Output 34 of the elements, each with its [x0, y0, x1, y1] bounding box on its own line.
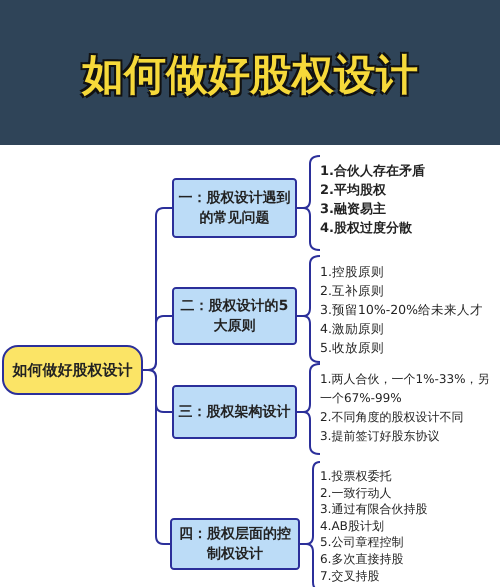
list-item: 3.融资易主 — [320, 200, 387, 219]
list-item: 1.合伙人存在矛盾 — [320, 163, 426, 181]
brace-connector — [296, 363, 321, 455]
brace-connector — [296, 155, 321, 251]
topic-box — [172, 385, 297, 439]
topic-text: 二：股权设计的5大原则 — [180, 297, 290, 336]
topic-text: 如何做好股权设计 — [12, 360, 132, 380]
brace-connector — [296, 255, 321, 363]
topic-box — [172, 178, 297, 238]
brace-connector — [299, 461, 321, 587]
list-item: 4.股权过度分散 — [320, 220, 413, 238]
list-item: 2.不同角度的股权设计不同 — [320, 409, 464, 426]
list-item: 3.预留10%-20%给未来人才 — [320, 301, 484, 319]
list-item: 5.公司章程控制 — [320, 534, 404, 551]
list-item: 7.交叉持股 — [320, 568, 380, 584]
list-item: 2.一致行动人 — [320, 484, 392, 502]
list-item: 4.激励原则 — [320, 320, 385, 338]
list-item: 5.收放原则 — [320, 339, 385, 357]
topic-text: 四：股权层面的控制权设计 — [178, 525, 292, 564]
list-item: 2.互补原则 — [320, 282, 385, 300]
title: 如何做好股权设计 — [80, 49, 419, 101]
list-item: 1.两人合伙，一个1%-33%，另一个67%-99% — [320, 371, 490, 407]
list-item: 1.控股原则 — [320, 263, 385, 281]
topic-box — [170, 518, 300, 570]
list-item: 3.通过有限合伙持股 — [320, 501, 428, 518]
list-item: 6.多次直接持股 — [320, 550, 404, 568]
list-item: 3.提前签订好股东协议 — [320, 428, 440, 445]
list-item: 1.投票权委托 — [320, 468, 392, 485]
list-item: 4.AB股计划 — [320, 518, 385, 534]
list-item: 2.平均股权 — [320, 182, 387, 200]
root-topic-box — [2, 345, 143, 395]
topic-text: 一：股权设计遇到的常见问题 — [178, 189, 291, 228]
topic-box — [172, 287, 297, 345]
topic-text: 三：股权架构设计 — [178, 403, 290, 422]
